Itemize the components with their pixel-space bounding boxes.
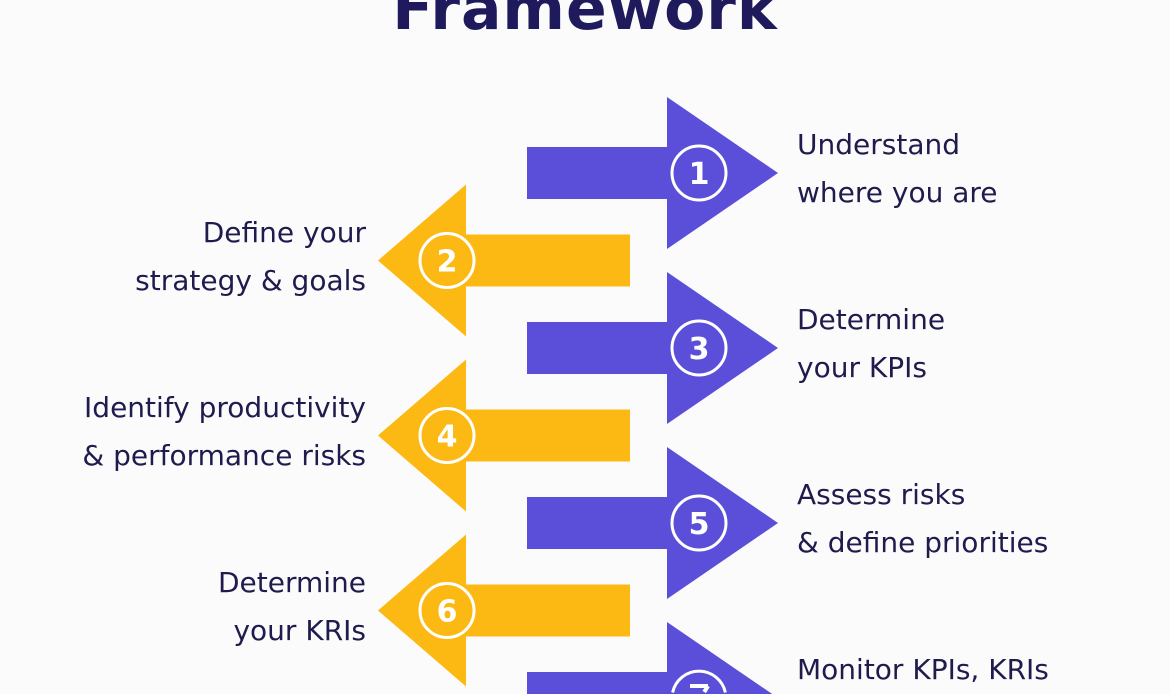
page-title: Framework	[392, 0, 778, 44]
step-number-circle	[670, 319, 728, 377]
step-number-circle	[418, 232, 476, 289]
arrow-shape	[378, 534, 630, 687]
step-number-circle	[670, 144, 728, 202]
step-label-line: Understand	[797, 128, 960, 161]
step-label-7: Monitor KPIs, KRIs	[797, 646, 1049, 694]
step-label-4: Identify productivity & performance risks	[82, 384, 366, 480]
arrow-step-2: 2	[378, 184, 630, 337]
step-number: 6	[437, 595, 458, 630]
step-label-line: Determine	[217, 565, 366, 599]
arrow-shape	[378, 184, 630, 337]
step-label-line: strategy & goals	[135, 263, 366, 297]
step-label-line: your KRIs	[233, 613, 366, 647]
step-label-line: Define your	[202, 215, 366, 249]
arrow-shape	[527, 97, 778, 249]
step-label-line: Assess risks	[797, 478, 966, 511]
step-number-circle	[670, 494, 728, 552]
step-number: 3	[689, 332, 710, 367]
step-number-circle	[418, 582, 476, 639]
arrow-shape	[527, 622, 773, 694]
arrow-shape	[527, 272, 778, 424]
step-label-1: Understand where you are	[797, 121, 998, 217]
arrow-shape	[378, 359, 630, 512]
arrow-step-6: 6	[378, 534, 630, 687]
arrow-shape	[527, 447, 778, 599]
step-label-line: where you are	[797, 176, 998, 209]
arrow-step-3: 3	[527, 272, 778, 424]
arrow-step-5: 5	[527, 447, 778, 599]
step-label-line: & performance risks	[82, 438, 366, 472]
step-label-line: Monitor KPIs, KRIs	[797, 653, 1049, 686]
arrow-step-1: 1	[527, 97, 778, 249]
step-number: 5	[689, 507, 710, 542]
step-number: 1	[689, 157, 710, 192]
step-label-line: & define priorities	[797, 526, 1049, 559]
step-label-line: your KPIs	[797, 351, 927, 384]
arrow-step-4: 4	[378, 359, 630, 512]
step-number: 2	[437, 245, 458, 280]
step-label-line: Determine	[797, 303, 946, 336]
step-label-3: Determine your KPIs	[797, 296, 945, 392]
step-label-6: Determine your KRIs	[218, 559, 366, 655]
step-number-circle	[671, 669, 727, 693]
step-label-5: Assess risks & define priorities	[797, 471, 1048, 567]
step-label-line: Identify productivity	[84, 390, 366, 424]
step-number: 4	[437, 420, 458, 455]
step-number	[690, 684, 710, 694]
step-number-circle	[418, 407, 476, 464]
arrow-step-7	[527, 622, 773, 694]
step-label-2: Define your strategy & goals	[135, 209, 366, 305]
